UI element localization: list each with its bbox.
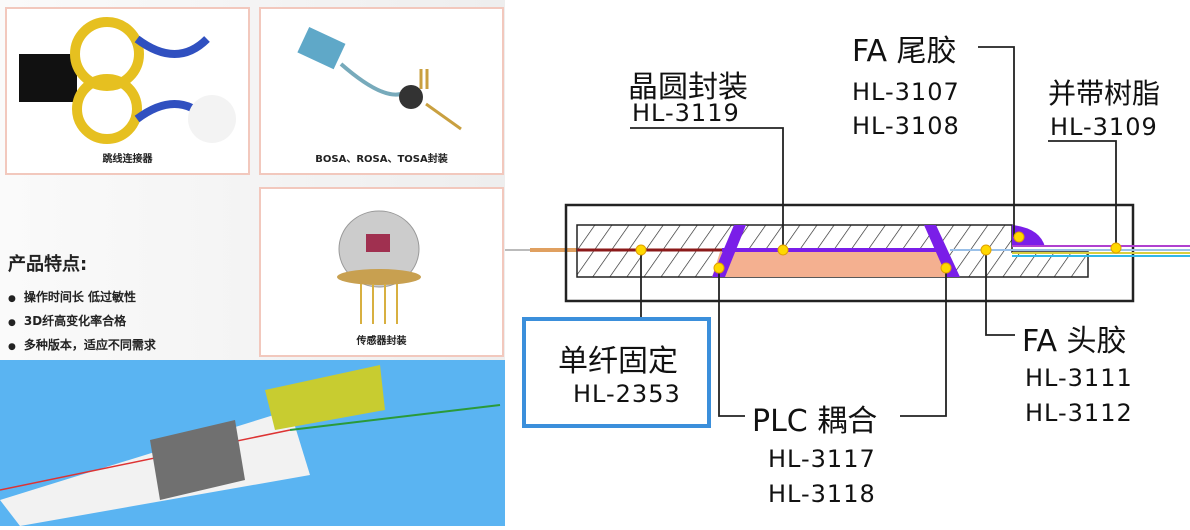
features: 产品特点: 操作时间长 低过敏性 3D纤高变化率合格 多种版本，适应不同需求 bbox=[8, 250, 156, 360]
sensor-image bbox=[337, 210, 421, 324]
bosa-image bbox=[297, 26, 462, 131]
product-card-patch-cord: 跳线连接器 bbox=[5, 7, 250, 175]
feature-item: 多种版本，适应不同需求 bbox=[8, 336, 156, 353]
product-card-sensor: 传感器封装 bbox=[259, 187, 504, 357]
feature-item: 操作时间长 低过敏性 bbox=[8, 288, 156, 305]
product-label: BOSA、ROSA、TOSA封装 bbox=[315, 154, 448, 165]
fa-head-code: HL-3112 bbox=[1025, 399, 1133, 427]
patch-cord-image bbox=[19, 17, 236, 144]
product-card-bosa: BOSA、ROSA、TOSA封装 bbox=[259, 7, 504, 175]
fa-tail-label: FA 尾胶 bbox=[852, 34, 957, 69]
fa-tail-code: HL-3108 bbox=[852, 112, 960, 140]
plc-chip bbox=[712, 252, 958, 277]
ribbon-label: 并带树脂 bbox=[1048, 77, 1161, 110]
ribbon-code: HL-3109 bbox=[1050, 113, 1158, 141]
leader-lines bbox=[630, 46, 1117, 417]
wafer-code: HL-3119 bbox=[632, 99, 740, 127]
glue-points bbox=[635, 231, 1122, 274]
fa-head-label: FA 头胶 bbox=[1022, 324, 1127, 359]
plc-label: PLC 耦合 bbox=[752, 404, 878, 439]
features-title: 产品特点: bbox=[8, 254, 88, 275]
single-fiber-label: 单纤固定 bbox=[558, 344, 678, 379]
single-fiber-code: HL-2353 bbox=[573, 380, 681, 408]
wafer-label: 晶圆封装 bbox=[628, 70, 748, 105]
product-panel: 跳线连接器 BOSA、ROSA、TOSA封装 传感器封装 产品特点: 操作时间长… bbox=[0, 0, 505, 526]
fa-tail-code: HL-3107 bbox=[852, 78, 960, 106]
plc-code: HL-3117 bbox=[768, 445, 876, 473]
fiber-render bbox=[0, 360, 505, 526]
fiber-render-image bbox=[0, 365, 501, 526]
plc-glue-right bbox=[924, 225, 960, 277]
product-label: 传感器封装 bbox=[356, 336, 407, 347]
feature-item: 3D纤高变化率合格 bbox=[8, 312, 156, 329]
product-label: 跳线连接器 bbox=[102, 154, 153, 165]
plc-code: HL-3118 bbox=[768, 480, 876, 508]
fa-head-code: HL-3111 bbox=[1025, 364, 1133, 392]
single-fiber-highlight-box bbox=[522, 317, 711, 428]
